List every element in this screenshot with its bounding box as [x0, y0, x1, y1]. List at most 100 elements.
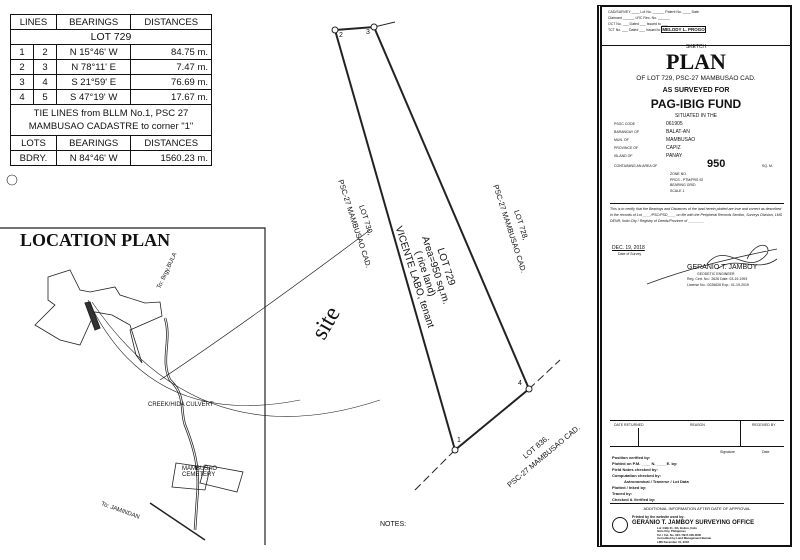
check-line: Astronomical / Traverse / Lot Data — [624, 479, 689, 484]
site-marker — [84, 301, 101, 331]
field-label: MUN. OF — [614, 138, 629, 142]
client-name: PAG-IBIG FUND — [650, 97, 742, 111]
field-label: Issued to — [646, 22, 661, 26]
boundary-line — [414, 359, 561, 491]
field-label: Patent No. — [665, 10, 682, 14]
plan-title: PLAN — [666, 49, 726, 74]
certification-text: This is to certify that the Bearings and… — [610, 207, 783, 223]
barangay-map — [34, 269, 163, 364]
check-line: Checked & Verified by: — [612, 497, 656, 502]
license: License No.: 0026626 Exp.: 01-19-2019 — [687, 283, 749, 287]
office-line: Iloilo City, Philippines — [657, 529, 686, 534]
col-header: REASON — [690, 423, 705, 427]
sketch-label: SKETCH — [685, 44, 707, 50]
field-value: MAMBUSAO — [666, 137, 696, 143]
zone-line: ZONE NO. — [670, 172, 687, 176]
returned-table: DATE RETURNED REASON RECEIVED BY — [610, 420, 784, 447]
field-label: TCT No. — [608, 28, 622, 32]
office-line: LMS December 31, 2018 — [657, 539, 689, 544]
field-label: Lot No. — [640, 10, 652, 14]
corner-marker — [370, 23, 378, 31]
office-line: Accredited by Land Management Bureau — [657, 536, 712, 541]
field-label: PROVINCE OF — [614, 146, 639, 150]
field-label: LRC Rec. No. — [635, 16, 658, 20]
corner-marker — [451, 446, 459, 454]
field-value: PANAY — [666, 153, 683, 159]
field-label: BARANGAY OF — [614, 130, 639, 134]
zone-line: PRCS - PTM/PRS 92 — [670, 177, 704, 182]
check-line: Traced by: — [612, 491, 633, 496]
signature-label: Signature — [720, 450, 735, 454]
field-label: Issued to — [646, 28, 661, 32]
additional-info: ADDITIONAL INFORMATION AFTER DATE OF APP… — [610, 503, 784, 511]
lot-title: LOT 729 — [10, 29, 212, 45]
field-label: Claimant — [608, 16, 622, 20]
field-value: CAPIZ — [666, 145, 681, 151]
cell: N 84°46' W — [55, 150, 132, 166]
cell: 1560.23 m. — [130, 150, 212, 166]
field-label: OCT No. — [608, 22, 622, 26]
field-label: ISLAND OF — [614, 154, 633, 158]
check-line: Plotted on P.M. ____ N. ____ E. by: — [612, 461, 678, 466]
creek-label: CREEK/HIDA CULVERT — [148, 402, 214, 408]
office-name: GERANIO T. JAMBOY SURVEYING OFFICE — [632, 520, 755, 526]
road — [163, 317, 200, 531]
field-label: Dated — [629, 22, 639, 26]
corner-label: 2 — [339, 32, 343, 39]
location-fields: PSGC CODE 061905 BARANGAY OF BALAT-AN MUN.… — [614, 120, 695, 160]
cemetery-box — [171, 462, 244, 493]
plan-lot: OF LOT 729, PSC-27 MAMBUSAO CAD. — [636, 75, 756, 82]
col-header: RECEIVED BY — [752, 423, 776, 427]
field-label: Date — [691, 10, 699, 14]
surveyed-for: AS SURVEYED FOR — [662, 87, 730, 94]
surveyor-title: GEODETIC ENGINEER — [697, 272, 735, 276]
zone-line: BEARING GRID — [670, 183, 696, 187]
cemetery-label: MAMBUSAO CEMETERY — [182, 466, 218, 478]
date-label: Date — [762, 450, 770, 454]
area-value: 950 — [707, 158, 726, 170]
survey-date: DEC. 19, 2018 — [612, 245, 645, 251]
office-line: Tel. / Cel. No. 033 / 0917-000-0000 — [657, 532, 702, 537]
signature — [647, 244, 778, 285]
field-label: PSGC CODE — [614, 122, 636, 126]
form-header: CAD/SURVEY ____ Lot No. ______ Patent No… — [602, 7, 790, 46]
field-label: Dated — [628, 28, 639, 32]
date-label: Date of Survey — [618, 252, 642, 256]
notes-label: NOTES: — [380, 521, 407, 528]
location-plan-title: LOCATION PLAN — [20, 230, 171, 250]
check-line: Field Notes checked by: — [612, 467, 658, 472]
corner-label: 4 — [518, 380, 522, 387]
seal-circle — [612, 517, 628, 533]
tie-note: TIE LINES from BLLM No.1, PSC 27 MAMBUSA… — [10, 104, 212, 136]
surveyor-name: GERANIO T. JAMBOY — [687, 264, 758, 271]
check-line: Computation checked by: — [612, 473, 661, 478]
area-label: CONTAINING AN AREA OF — [614, 164, 658, 168]
site-arc — [87, 299, 301, 406]
issued-to: MELODY L. PROGO — [661, 26, 706, 33]
corner-label: 1 — [457, 437, 461, 444]
area-unit: SQ. M. — [762, 164, 773, 168]
office-line: Lot 4 Blk 21, 4th, Bolton, Iloilo — [657, 526, 697, 530]
col-header: DATE RETURNED — [614, 423, 644, 427]
zone-line: SCALE 1 — [670, 188, 685, 193]
situated-label: SITUATED IN THE — [674, 113, 718, 119]
location-plan-border — [0, 227, 266, 545]
corner-marker — [331, 26, 339, 34]
checklist: Position verified by:Plotted on P.M. ___… — [612, 455, 782, 503]
check-line: Plotted / Inked by: — [612, 485, 647, 490]
field-value: 061905 — [666, 121, 683, 127]
corner-marker — [525, 385, 533, 393]
survey-form: CAD/SURVEY ____ Lot No. ______ Patent No… — [597, 5, 792, 547]
field-label: CAD/SURVEY — [608, 10, 631, 14]
corner-label: 3 — [366, 29, 370, 36]
printed-by: Printed by the website used by: — [632, 515, 685, 519]
field-value: BALAT-AN — [666, 129, 690, 135]
